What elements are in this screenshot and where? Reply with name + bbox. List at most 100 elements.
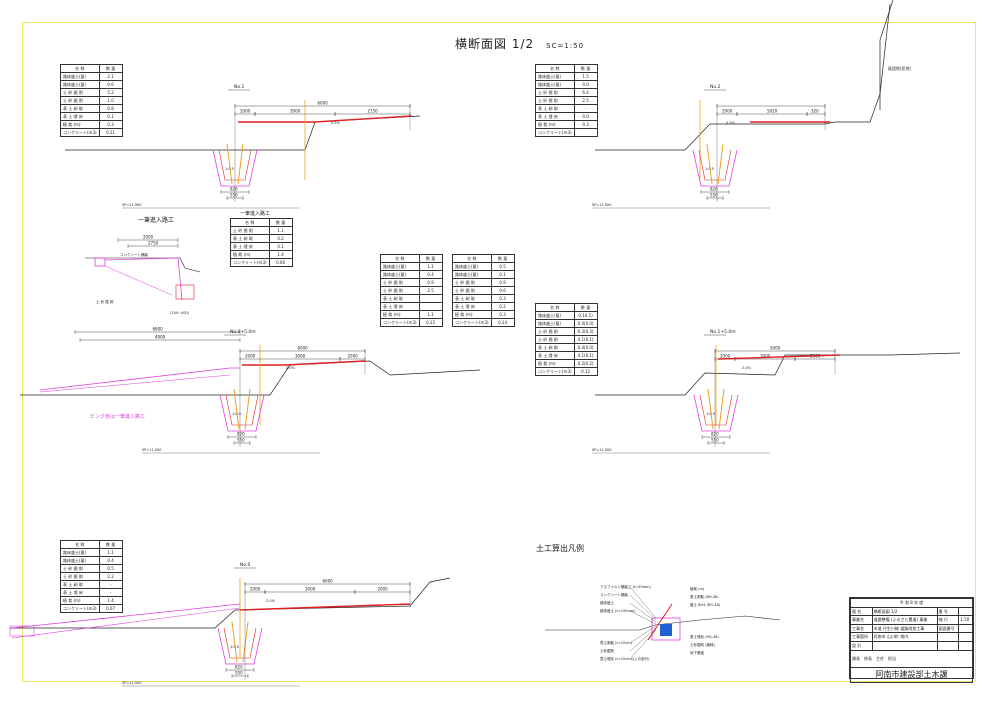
slope-label: 1:0.5 xyxy=(230,645,239,649)
slope-percent: 0.5% xyxy=(726,121,736,125)
dimension-label: 2150 xyxy=(368,109,379,114)
legend-item: 盛土 BH4 (RG-48) xyxy=(690,602,721,607)
legend-fill xyxy=(660,624,672,636)
quantity-row: 植 栽 (m)0.3 xyxy=(60,120,123,129)
road-surface xyxy=(238,115,413,123)
quantity-row: 路体盛土(量)0.4 xyxy=(60,556,123,565)
legend-item: 植栽 (m) xyxy=(690,586,705,591)
quantity-row: 路床盛土(量)0.10.1) xyxy=(535,311,598,320)
dimension-label: 820 xyxy=(710,187,718,192)
dimension-label: 5000 xyxy=(770,346,781,351)
road-surface xyxy=(242,360,366,366)
legend-item: 表土埋戻 (RG-48) xyxy=(690,634,719,639)
dimension-label: 6000 xyxy=(318,101,329,106)
channel-outline xyxy=(692,149,738,187)
driveway-note: 土 砂 掘 削 xyxy=(96,299,114,304)
driveway-end xyxy=(9,625,35,637)
driveway-slope xyxy=(11,603,241,629)
quantity-row: コンクリート(m3)0.07 xyxy=(60,604,123,613)
leader-line xyxy=(629,625,657,644)
station-label: No.1+5.0m xyxy=(710,329,736,335)
quantity-row: 表 土 埋 戻 xyxy=(380,302,443,311)
station-label: No.1 xyxy=(234,84,244,90)
driveway-note: コンクリート舗装 xyxy=(120,252,148,257)
slope-line xyxy=(231,621,238,663)
driveway-table-caption: 一筆進入路工 xyxy=(240,211,271,217)
dimension-label: 6800 xyxy=(153,327,164,332)
channel-inner xyxy=(699,394,733,426)
quantity-row: 表 土 埋 戻- xyxy=(60,588,123,597)
legend-item: 地下基盤 xyxy=(690,650,704,655)
title-block-row: 工事箇所阿南市 山口町 地内 xyxy=(850,632,973,642)
quantity-row: 植 栽 (m)1.4 xyxy=(60,596,123,605)
existing-ground-line xyxy=(595,352,961,396)
dimension-label: 2000 xyxy=(720,354,731,359)
station-label: No.2 xyxy=(710,84,720,90)
dimension-label: 550 xyxy=(230,193,238,198)
leader-line xyxy=(629,629,657,660)
dimension-label: 2000 xyxy=(348,354,359,359)
quantity-row: 路床盛土(量)0.5 xyxy=(452,262,515,271)
slope-label: 1:0.5 xyxy=(225,167,234,171)
pink-note: ピンク色は一筆進入路工 xyxy=(90,413,145,420)
datum-label: SP=11.000 xyxy=(122,203,142,207)
road-surface xyxy=(239,603,411,611)
driveway-note: (240~400) xyxy=(170,311,190,315)
dimension-label: 3000 xyxy=(290,109,301,114)
driveway-pink xyxy=(104,257,183,301)
legend-slope xyxy=(647,603,673,641)
quantity-row: 路床盛土(量)1.1 xyxy=(60,548,123,557)
legend-ground xyxy=(545,615,781,631)
datum-label: SP=11.000 xyxy=(142,448,162,452)
slope-line xyxy=(707,388,714,430)
dimension-label: 2750 xyxy=(148,241,159,246)
legend-item: 土砂掘削 (機械) xyxy=(690,642,715,647)
retaining-wall xyxy=(879,0,894,110)
channel-outline xyxy=(217,627,263,665)
quantity-row: 植 栽 (m)0.3 xyxy=(535,120,598,129)
legend-box xyxy=(651,617,681,641)
dimension-label: 550 xyxy=(710,193,718,198)
driveway-channel xyxy=(175,284,195,300)
dimension-label: 3000 xyxy=(305,587,316,592)
channel-inner xyxy=(225,394,259,426)
slope-percent: 2.0% xyxy=(266,599,276,603)
channel-inner xyxy=(223,627,257,659)
slope-label: 1:0.5 xyxy=(705,167,714,171)
leader-line xyxy=(629,586,657,619)
dimension-label: 6000 xyxy=(298,346,309,351)
driveway-slope xyxy=(39,374,231,393)
boundary-label: 既設地(民地) xyxy=(888,65,912,71)
dimension-label: 550 xyxy=(237,438,245,443)
datum-label: SP=11.000 xyxy=(592,448,612,452)
channel-outline xyxy=(219,394,265,432)
slope-line xyxy=(717,143,724,185)
title-block-org: 阿南市建設部土木課 xyxy=(850,666,973,683)
quantity-table-s5: 名 称数 量路床盛土(量)0.10.1)路体盛土(量)0.0(0.0)土 砂 掘… xyxy=(535,303,598,376)
quantity-row: コンクリート(m3)0.11 xyxy=(60,128,123,137)
